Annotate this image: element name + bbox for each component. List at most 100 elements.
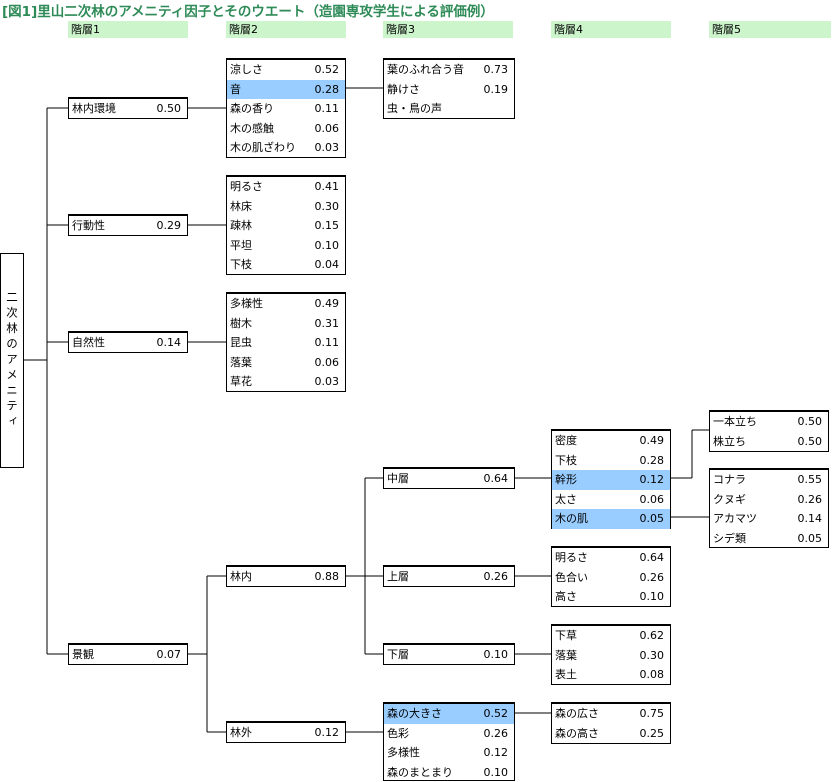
node-row: 下草 0.62 xyxy=(552,626,670,646)
node-label: 太さ xyxy=(555,493,577,506)
node-value: 0.07 xyxy=(157,645,182,665)
node-value: 0.04 xyxy=(315,255,340,275)
node-row: 林内 0.88 xyxy=(227,567,345,587)
node-row: 木の肌ざわり 0.03 xyxy=(227,138,345,158)
node-label: 林内 xyxy=(230,570,252,583)
node-label: 高さ xyxy=(555,590,577,603)
node-label: 林内環境 xyxy=(72,102,116,115)
node-label: 色彩 xyxy=(387,727,409,740)
node-value: 0.10 xyxy=(315,236,340,256)
node-row: 落葉 0.06 xyxy=(227,353,345,373)
node-label: 涼しさ xyxy=(230,63,263,76)
node-value: 0.06 xyxy=(315,353,340,373)
node-row: 多様性 0.49 xyxy=(227,294,345,314)
node-value: 0.50 xyxy=(798,432,823,452)
node-value: 0.25 xyxy=(640,724,665,744)
node-row: 森の広さ 0.75 xyxy=(552,704,670,724)
node-value: 0.62 xyxy=(640,626,665,646)
node-row: 下枝 0.04 xyxy=(227,255,345,275)
node-label: 虫・鳥の声 xyxy=(387,102,442,115)
node-label: 幹形 xyxy=(555,473,577,486)
node-value: 0.10 xyxy=(484,645,509,665)
node-value: 0.19 xyxy=(484,80,509,100)
node-label: 中層 xyxy=(387,472,409,485)
node-value: 0.14 xyxy=(157,333,182,353)
node-label: 色合い xyxy=(555,571,588,584)
node-label: 森の大きさ xyxy=(387,707,442,720)
node-row: 平坦 0.10 xyxy=(227,236,345,256)
node-label: 落葉 xyxy=(230,356,252,369)
root-label: 二次林のアメニティ xyxy=(4,291,20,431)
node-label: 密度 xyxy=(555,434,577,447)
l2-node-inside-forest: 林内 0.88 xyxy=(226,565,346,587)
node-row: 色合い 0.26 xyxy=(552,568,670,588)
node-label: 下枝 xyxy=(230,258,252,271)
node-row: 森の香り 0.11 xyxy=(227,99,345,119)
node-value: 0.55 xyxy=(798,470,823,490)
node-label: アカマツ xyxy=(713,512,757,525)
node-value: 0.12 xyxy=(315,723,340,743)
node-label: 木の肌ざわり xyxy=(230,141,296,154)
node-value: 0.49 xyxy=(315,294,340,314)
node-label: 疎林 xyxy=(230,219,252,232)
node-label: 景観 xyxy=(72,648,94,661)
node-value: 0.52 xyxy=(315,60,340,80)
node-value: 0.50 xyxy=(157,99,182,119)
node-label: 多様性 xyxy=(230,297,263,310)
node-label: 森の香り xyxy=(230,102,274,115)
node-label: クヌギ xyxy=(713,493,746,506)
node-value: 0.75 xyxy=(640,704,665,724)
node-label: 葉のふれ合う音 xyxy=(387,63,464,76)
node-label: 自然性 xyxy=(72,336,105,349)
l1-node-environment: 林内環境 0.50 xyxy=(68,97,188,119)
node-label: コナラ xyxy=(713,473,746,486)
l1-node-naturalness: 自然性 0.14 xyxy=(68,331,188,353)
node-label: 森の広さ xyxy=(555,707,599,720)
node-value: 0.26 xyxy=(640,568,665,588)
node-row: 自然性 0.14 xyxy=(69,333,187,353)
node-value: 0.88 xyxy=(315,567,340,587)
node-value: 0.03 xyxy=(315,138,340,158)
node-value: 0.11 xyxy=(315,99,340,119)
node-value: 0.64 xyxy=(484,469,509,489)
node-label: 上層 xyxy=(387,570,409,583)
node-label: 林床 xyxy=(230,200,252,213)
node-label: 明るさ xyxy=(230,180,263,193)
node-row: コナラ 0.55 xyxy=(710,470,828,490)
node-label: 下枝 xyxy=(555,454,577,467)
node-label: 樹木 xyxy=(230,317,252,330)
node-label: 下草 xyxy=(555,629,577,642)
node-value: 0.11 xyxy=(315,333,340,353)
node-label: 一本立ち xyxy=(713,415,757,428)
node-value: 0.06 xyxy=(640,490,665,510)
node-label: 株立ち xyxy=(713,435,746,448)
node-label: 森のまとまり xyxy=(387,766,453,779)
node-label: 平坦 xyxy=(230,239,252,252)
